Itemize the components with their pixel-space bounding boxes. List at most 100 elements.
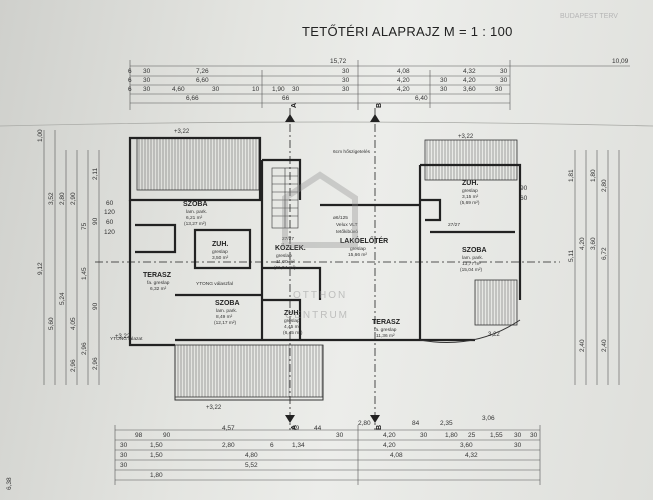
dim-bottom: 4,57 [222,425,235,432]
dim-top-3a: 6,60 [196,77,209,84]
room-floor: fa. greslap [374,327,397,333]
dim-small: 30 [440,77,448,84]
bottom-dimension-values: 98 90 4,57 89 44 2,80 84 2,35 3,06 30 1,… [6,415,538,490]
dim-bottom: 30 [120,442,128,449]
room-area-total: (6,45 m²) [283,330,303,336]
elevation-mark: +3,22 [174,129,190,135]
section-mark-a: A [291,425,298,430]
room-floor: fa. greslap [147,280,170,286]
dim-bottom: 30 [530,432,538,439]
dim-bottom: 98 [135,432,143,439]
room-area: 8,49 m² [216,314,233,320]
dim-bottom: 4,08 [390,452,403,459]
dim-small: 30 [143,68,151,75]
room-area: 6,32 m² [150,286,167,292]
elevation-mark: +3,22 [458,134,474,140]
dim-right: 4,20 [579,237,586,250]
room-zuh-3: ZUH. greslap 3,15 m² (5,69 m²) [460,180,480,206]
dim-left: 1,45 [81,267,88,280]
dim-bottom: 4,80 [245,452,258,459]
room-area-total: (15,04 m²) [460,267,483,273]
dim-left: 3,52 [48,192,55,205]
roof-hatch-top-right [424,139,518,181]
right-dimension-lines [574,150,620,385]
elevation-mark: +3,22 [206,405,222,411]
velux-note-sub: tetőkibúvó [336,229,358,235]
dim-left: 5,24 [59,292,66,305]
faint-stamp: BUDAPEST TERV [560,13,618,20]
ytong-outer-note: YTONG falazat [110,336,143,342]
dim-left: 9,12 [37,262,44,275]
section-lines [95,108,560,430]
dim-total-top: 15,72 [330,58,347,65]
dim-bottom: 6 [270,442,274,449]
dim-small: 30 [212,86,220,93]
insulation-note: 6cm hőszigetelés [333,149,371,155]
bottom-dimension-lines [114,425,541,485]
elevation-mark: +3,22 [115,334,131,340]
room-name: SZOBA [183,201,208,208]
dim-bottom: 4,20 [383,432,396,439]
dim-top-5b: 66 [282,95,290,102]
dim-bottom: 44 [314,425,322,432]
dim-bottom: 30 [420,432,428,439]
dim-bottom: 4,20 [383,442,396,449]
dim-right: 60 [520,195,528,202]
dim-small: 30 [500,77,508,84]
room-szoba-3: SZOBA lam. park. 13,77 m² (15,04 m²) [460,247,487,273]
dim-right-top: 10,09 [612,58,629,65]
dim-bottom: 1,55 [490,432,503,439]
dim-left: 90 [92,302,99,310]
dim-top-5a: 6,66 [186,95,199,102]
room-area: 3,15 m² [462,194,479,200]
staircase [271,167,299,229]
room-area: 4,45 m² [284,324,301,330]
dim-left: 2,96 [92,357,99,370]
dim-top-4e: 3,60 [463,86,476,93]
dim-left: 2,96 [81,342,88,355]
walls [128,136,522,347]
room-area: 13,77 m² [462,261,481,267]
dim-bottom: 30 [514,432,522,439]
room-floor: lam. park. [216,308,237,314]
section-mark-b: B [376,425,383,430]
dim-left: 5,60 [48,317,55,330]
dim-left: 1,00 [37,129,44,142]
dim-right: 5,11 [568,249,575,262]
room-floor: greslap [462,188,478,194]
velux-size: ø6/125 [333,215,348,221]
room-floor: greslap [212,249,228,255]
dim-top-3c: 4,20 [463,77,476,84]
dim-top-2c: 4,32 [463,68,476,75]
dim-small: 6 [128,68,132,75]
section-arrow-icon [285,114,295,122]
dim-bottom: 1,80 [150,472,163,479]
dim-bottom: 30 [336,432,344,439]
room-area-total: (11,04 m²) [274,265,296,271]
dim-small: 30 [143,86,151,93]
dim-bottom: 2,80 [222,442,235,449]
dim-bottom: 25 [468,432,476,439]
room-area: 15,66 m² [348,252,367,258]
ytong-wall-note: YTONG válaszfal [196,281,233,287]
section-arrow-icon [370,415,380,423]
door-dim: 27/27 [448,222,460,228]
room-floor: greslap [350,246,366,252]
dim-bottom: 4,32 [465,452,478,459]
dim-bottom: 30 [120,462,128,469]
room-name: SZOBA [462,247,487,254]
dim-left: 120 [104,229,115,236]
dim-small: 30 [342,68,350,75]
paper-fold-line [0,121,653,127]
room-floor: greslap [284,318,300,324]
dim-top-4f: 30 [495,86,503,93]
room-area: 6,21 m² [186,215,203,221]
house-logo-icon [282,171,358,248]
terrace-outline [174,345,324,401]
dim-right: 2,40 [579,339,586,352]
dim-small: 30 [440,86,448,93]
dim-small: 30 [342,86,350,93]
dim-left: 120 [104,209,115,216]
